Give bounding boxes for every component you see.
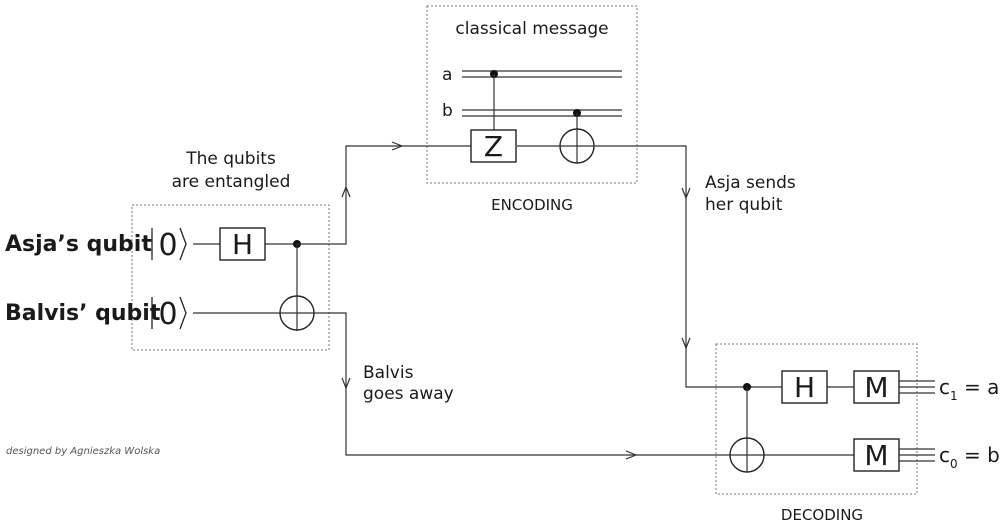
output-c1-letter: c [939, 375, 950, 399]
output-c0-value: = b [958, 443, 1000, 467]
measure-gate-top: M [853, 370, 900, 404]
asja-sends-line1: Asja sends [705, 173, 796, 193]
asja-wire-to-encoding [297, 145, 473, 245]
designer-credit: designed by Agnieszka Wolska [6, 446, 160, 457]
decoding-cnot [729, 383, 765, 473]
decoding-h-gate: H [781, 370, 828, 404]
output-c1-index: 1 [950, 389, 958, 403]
measure-bottom-label: M [864, 439, 888, 472]
entangled-note-line2: are entangled [172, 172, 291, 192]
classical-wire-a [462, 70, 622, 78]
decoding-caption: DECODING [781, 506, 863, 524]
z-gate: Z [470, 129, 517, 163]
output-c1-value: = a [958, 375, 1000, 399]
output-c0-index: 0 [950, 457, 958, 471]
output-c0: c0 = b [939, 443, 1000, 471]
classical-message-title: classical message [455, 19, 608, 39]
output-c0-letter: c [939, 443, 950, 467]
encoding-frame [426, 5, 638, 184]
arrow-right-balvis [625, 450, 638, 460]
asja-ket-value: 0 [158, 228, 177, 263]
balvis-register-label: Balvis’ qubit [5, 301, 161, 326]
entangled-note-line1: The qubits [185, 149, 276, 169]
measure-gate-bottom: M [853, 438, 900, 472]
asja-register-label: Asja’s qubit [5, 232, 152, 257]
balvis-wire-to-decoding [314, 312, 730, 456]
bit-a-label: a [442, 65, 452, 85]
classical-wire-b [462, 109, 622, 117]
balvis-away-line2: goes away [363, 384, 454, 404]
balvis-ket: 0 [151, 296, 187, 332]
balvis-ket-value: 0 [158, 297, 177, 332]
balvis-away-line1: Balvis [363, 363, 414, 383]
decoding-frame [715, 343, 918, 495]
entangle-h-gate: H [219, 227, 266, 261]
decoding-h-label: H [794, 371, 815, 404]
entangle-cnot [279, 240, 315, 331]
arrow-down-balvis [341, 377, 351, 390]
encoding-caption: ENCODING [491, 196, 573, 214]
classical-output-top [899, 380, 935, 394]
bit-b-label: b [442, 101, 453, 121]
arrow-right-encoding [391, 141, 404, 151]
asja-ket: 0 [151, 227, 187, 263]
output-c1: c1 = a [939, 375, 999, 403]
asja-wire-to-decoding [594, 145, 782, 388]
entangle-frame [131, 204, 330, 351]
arrow-down-asja-1 [681, 187, 691, 200]
asja-sends-line2: her qubit [705, 195, 783, 215]
measure-top-label: M [864, 371, 888, 404]
classical-output-bottom [899, 448, 935, 462]
arrow-down-asja-2 [681, 337, 691, 350]
arrow-up [341, 185, 351, 198]
encoding-x-target [559, 128, 595, 164]
entangle-h-label: H [232, 228, 253, 261]
z-gate-label: Z [484, 130, 503, 163]
